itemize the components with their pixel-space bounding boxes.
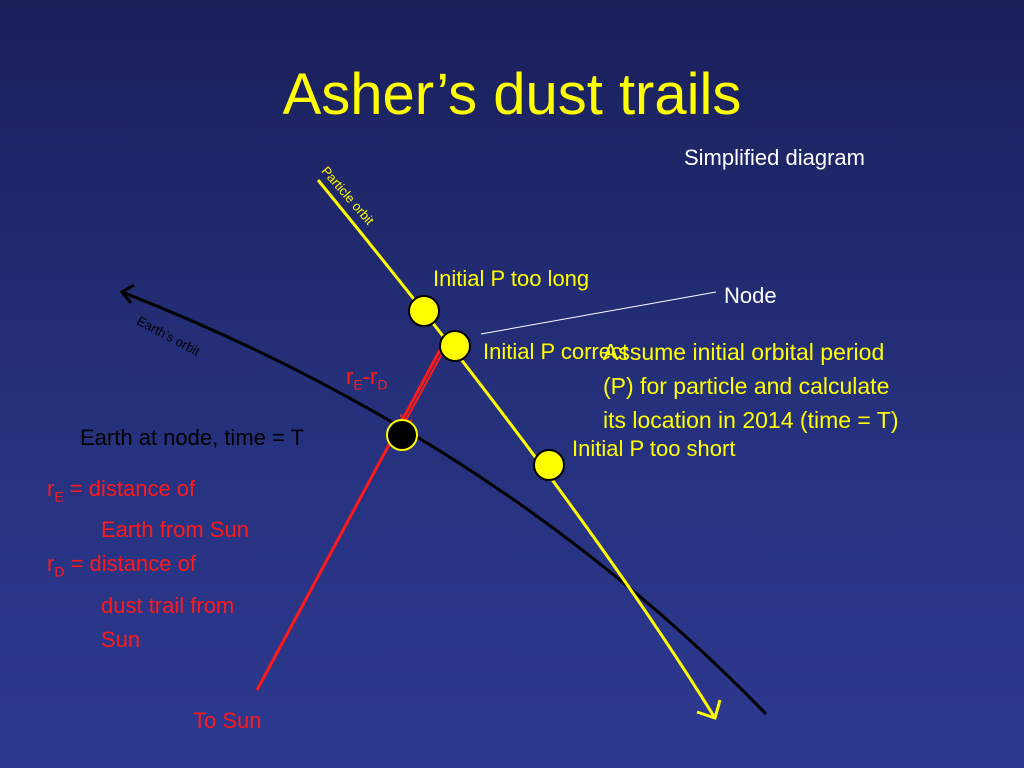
re-rd-r2: r bbox=[370, 364, 378, 389]
re-rd-sub1: E bbox=[353, 376, 363, 393]
explanation-line-1: Assume initial orbital period bbox=[603, 339, 885, 365]
particle-too-long-dot bbox=[408, 295, 440, 327]
particle-correct-dot bbox=[439, 330, 471, 362]
node-pointer-line bbox=[480, 291, 717, 335]
re-rd-dash: - bbox=[362, 364, 370, 389]
legend-rd-line-2: dust trail from bbox=[101, 592, 235, 618]
particle-orbit-arrowhead bbox=[696, 699, 722, 720]
particle-too-short-dot bbox=[533, 449, 565, 481]
legend: rE = distance of Earth from Sun rD = dis… bbox=[47, 472, 249, 657]
legend-rd-line-1: rD = distance of bbox=[47, 547, 249, 588]
legend-rd-symbol: r bbox=[47, 551, 55, 577]
legend-re-text-1: = distance of bbox=[63, 476, 196, 501]
explanation-line-3: its location in 2014 (time = T) bbox=[603, 407, 899, 433]
legend-re-line-1: rE = distance of bbox=[47, 472, 249, 513]
legend-re-symbol: r bbox=[47, 476, 55, 501]
earths-orbit-arrowhead bbox=[119, 283, 135, 304]
legend-re-sub: E bbox=[54, 488, 64, 505]
legend-rd-sub: D bbox=[54, 563, 65, 580]
legend-rd-text-1: = distance of bbox=[64, 551, 196, 577]
node-label: Node bbox=[724, 283, 777, 308]
slide-subtitle: Simplified diagram bbox=[684, 145, 865, 170]
earth-at-node-label: Earth at node, time = T bbox=[80, 425, 304, 450]
re-rd-sub2: D bbox=[377, 376, 388, 393]
earth-dot bbox=[386, 419, 418, 451]
re-rd-arrow bbox=[405, 349, 445, 421]
legend-rd-line-3: Sun bbox=[101, 626, 141, 652]
legend-re-line-2: Earth from Sun bbox=[101, 517, 249, 543]
re-rd-r1: r bbox=[346, 364, 354, 389]
slide-title: Asher’s dust trails bbox=[282, 62, 742, 127]
explanation-text: Assume initial orbital period (P) for pa… bbox=[603, 335, 899, 437]
initial-p-too-short-label: Initial P too short bbox=[572, 436, 736, 461]
explanation-line-2: (P) for particle and calculate bbox=[603, 373, 890, 399]
initial-p-correct-label: Initial P correct bbox=[483, 339, 629, 364]
earths-orbit-curve bbox=[121, 290, 768, 716]
re-rd-label: rE-rD bbox=[346, 364, 387, 392]
sun-direction-line bbox=[255, 349, 442, 691]
to-sun-label: To Sun bbox=[193, 708, 262, 733]
initial-p-too-long-label: Initial P too long bbox=[433, 266, 590, 291]
